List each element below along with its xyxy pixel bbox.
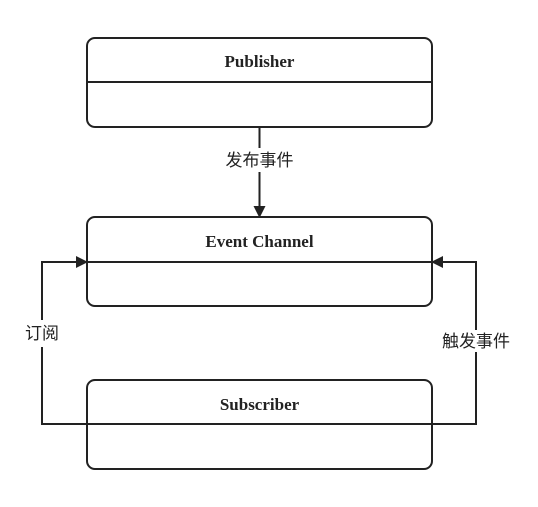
subscribe-line-lower (41, 347, 87, 425)
subscriber-node[interactable]: Subscriber (86, 379, 433, 470)
event-channel-title: Event Channel (205, 232, 313, 251)
subscribe-label: 订阅 (25, 324, 59, 344)
publisher-node[interactable]: Publisher (86, 37, 433, 128)
trigger-edge: 触发事件 (431, 256, 510, 425)
publish-edge: 发布事件 (226, 127, 294, 218)
publisher-title: Publisher (225, 52, 295, 71)
trigger-line-lower (432, 352, 477, 425)
trigger-arrow (431, 256, 477, 330)
trigger-label: 触发事件 (442, 332, 510, 352)
subscriber-title: Subscriber (220, 395, 300, 414)
publish-label: 发布事件 (226, 151, 294, 171)
subscribe-edge: 订阅 (25, 256, 88, 425)
subscribe-arrow (41, 256, 88, 320)
event-channel-node[interactable]: Event Channel (86, 216, 433, 307)
